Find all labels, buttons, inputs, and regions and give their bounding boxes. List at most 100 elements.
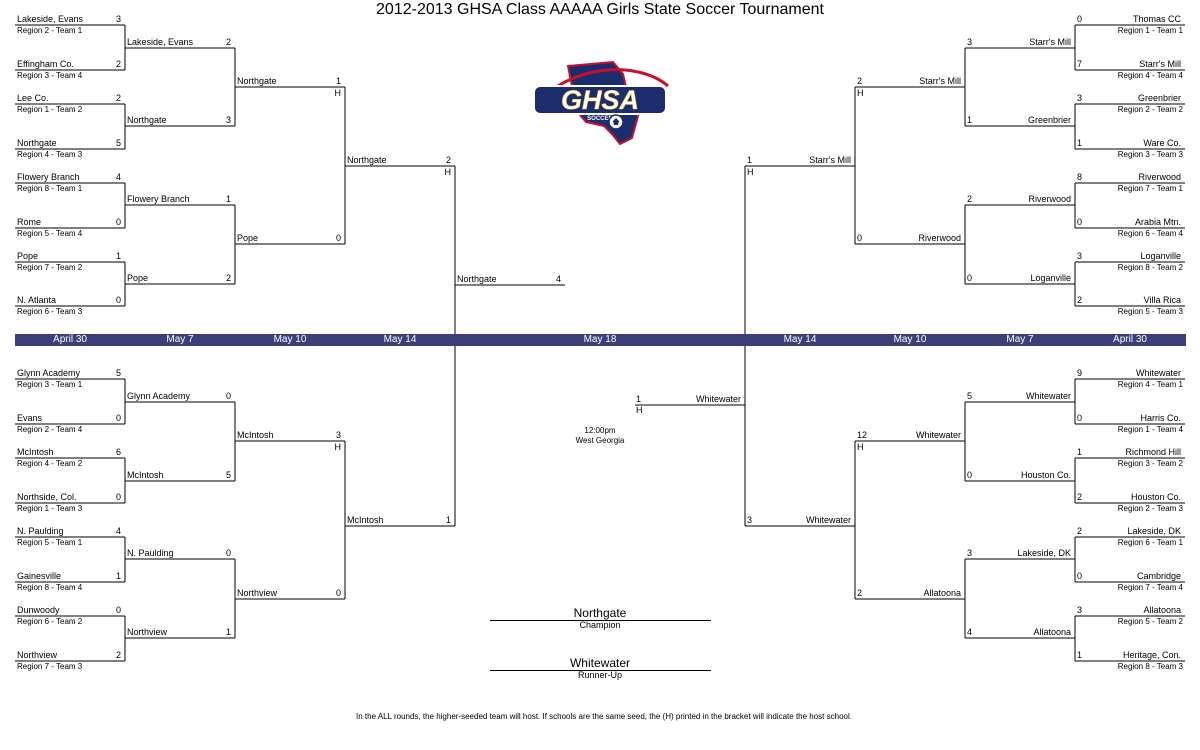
first-round-team: Evans — [17, 413, 43, 423]
second-round-team: Allatoona — [1033, 627, 1071, 637]
quarterfinal-score: 0 — [335, 588, 341, 598]
first-round-team: Cambridge — [1136, 571, 1181, 581]
first-round-seed: Region 2 - Team 3 — [1117, 504, 1183, 513]
first-round-score: 0 — [115, 413, 121, 423]
logo-subtext: SOCCER — [587, 116, 613, 122]
quarterfinal-host-mark: H — [857, 442, 864, 452]
champion-name: Northgate — [573, 606, 627, 620]
first-round-score: 2 — [1077, 295, 1083, 305]
quarterfinal-score: 0 — [857, 233, 863, 243]
first-round-team: N. Atlanta — [17, 295, 57, 305]
date-bar — [15, 334, 1186, 346]
second-round-team: Greenbrier — [1027, 115, 1071, 125]
first-round-seed: Region 6 - Team 4 — [1117, 229, 1183, 238]
first-round-seed: Region 1 - Team 1 — [1117, 26, 1183, 35]
first-round-seed: Region 2 - Team 2 — [1117, 105, 1183, 114]
first-round-seed: Region 4 - Team 2 — [17, 459, 83, 468]
first-round-seed: Region 8 - Team 3 — [1117, 662, 1183, 671]
semifinal-score: 1 — [445, 515, 451, 525]
first-round-score: 0 — [115, 217, 121, 227]
second-round-score: 0 — [225, 391, 231, 401]
first-round-score: 0 — [115, 605, 121, 615]
second-round-team: Lakeside, DK — [1017, 548, 1071, 558]
first-round-score: 0 — [1077, 14, 1083, 24]
quarterfinal-team: Starr's Mill — [919, 76, 961, 86]
quarterfinal-team: Northgate — [237, 76, 277, 86]
final-team: Whitewater — [695, 394, 741, 404]
first-round-score: 5 — [115, 368, 121, 378]
first-round-team: Gainesville — [17, 571, 62, 581]
logo-text: GHSA — [561, 85, 639, 115]
quarterfinal-score: 2 — [857, 76, 863, 86]
champion-line — [490, 620, 711, 621]
first-round-team: Pope — [17, 251, 39, 261]
first-round-seed: Region 3 - Team 3 — [1117, 150, 1183, 159]
quarterfinal-score: 0 — [335, 233, 341, 243]
final-team: Northgate — [457, 274, 497, 284]
first-round-seed: Region 5 - Team 2 — [1117, 617, 1183, 626]
semifinal-team: Whitewater — [805, 515, 851, 525]
first-round-seed: Region 7 - Team 4 — [1117, 583, 1183, 592]
second-round-score: 1 — [225, 194, 231, 204]
first-round-score: 2 — [115, 59, 121, 69]
round-date: May 7 — [1006, 334, 1034, 345]
first-round-score: 3 — [1077, 251, 1083, 261]
first-round-team: Loganville — [1140, 251, 1181, 261]
first-round-seed: Region 3 - Team 4 — [17, 71, 83, 80]
second-round-score: 3 — [225, 115, 231, 125]
second-round-team: Glynn Academy — [127, 391, 191, 401]
first-round-team: Harris Co. — [1140, 413, 1181, 423]
second-round-score: 1 — [225, 627, 231, 637]
first-round-seed: Region 2 - Team 1 — [17, 26, 83, 35]
first-round-score: 3 — [1077, 605, 1083, 615]
quarterfinal-team: McIntosh — [237, 430, 274, 440]
quarterfinal-team: Whitewater — [915, 430, 961, 440]
semifinal-team: McIntosh — [347, 515, 384, 525]
round-date: May 18 — [583, 334, 617, 345]
first-round-team: Lee Co. — [17, 93, 49, 103]
page-title: 2012-2013 GHSA Class AAAAA Girls State S… — [376, 1, 824, 18]
quarterfinal-team: Northview — [237, 588, 278, 598]
first-round-seed: Region 8 - Team 1 — [17, 184, 83, 193]
first-round-seed: Region 5 - Team 3 — [1117, 307, 1183, 316]
first-round-team: McIntosh — [17, 447, 54, 457]
second-round-team: Houston Co. — [1020, 470, 1071, 480]
final-score: 1 — [636, 394, 642, 404]
second-round-team: Northview — [127, 627, 168, 637]
second-round-score: 2 — [225, 273, 231, 283]
second-round-score: 3 — [967, 37, 973, 47]
final-host-mark: H — [636, 405, 643, 415]
second-round-score: 1 — [967, 115, 973, 125]
semifinal-score: 3 — [747, 515, 753, 525]
first-round-seed: Region 8 - Team 2 — [1117, 263, 1183, 272]
round-date: May 7 — [166, 334, 194, 345]
final-time: 12:00pm — [584, 426, 616, 435]
first-round-seed: Region 4 - Team 4 — [1117, 71, 1183, 80]
second-round-team: Whitewater — [1025, 391, 1071, 401]
first-round-team: Houston Co. — [1130, 492, 1181, 502]
first-round-seed: Region 8 - Team 4 — [17, 583, 83, 592]
first-round-team: Rome — [17, 217, 42, 227]
first-round-score: 2 — [115, 650, 121, 660]
semifinal-team: Northgate — [347, 155, 387, 165]
quarterfinal-host-mark: H — [334, 442, 342, 452]
first-round-team: Lakeside, DK — [1127, 526, 1181, 536]
first-round-team: Allatoona — [1143, 605, 1181, 615]
first-round-team: Northgate — [17, 138, 57, 148]
second-round-score: 0 — [225, 548, 231, 558]
second-round-score: 5 — [967, 391, 973, 401]
first-round-seed: Region 7 - Team 3 — [17, 662, 83, 671]
first-round-score: 3 — [1077, 93, 1083, 103]
first-round-team: Effingham Co. — [17, 59, 74, 69]
quarterfinal-host-mark: H — [857, 88, 864, 98]
quarterfinal-score: 3 — [335, 430, 341, 440]
second-round-score: 5 — [225, 470, 231, 480]
first-round-score: 4 — [115, 526, 121, 536]
first-round-score: 2 — [1077, 526, 1083, 536]
first-round-seed: Region 3 - Team 1 — [17, 380, 83, 389]
first-round-score: 0 — [115, 295, 121, 305]
first-round-team: Richmond Hill — [1125, 447, 1181, 457]
second-round-score: 0 — [967, 470, 973, 480]
second-round-score: 2 — [225, 37, 231, 47]
first-round-team: Dunwoody — [17, 605, 60, 615]
